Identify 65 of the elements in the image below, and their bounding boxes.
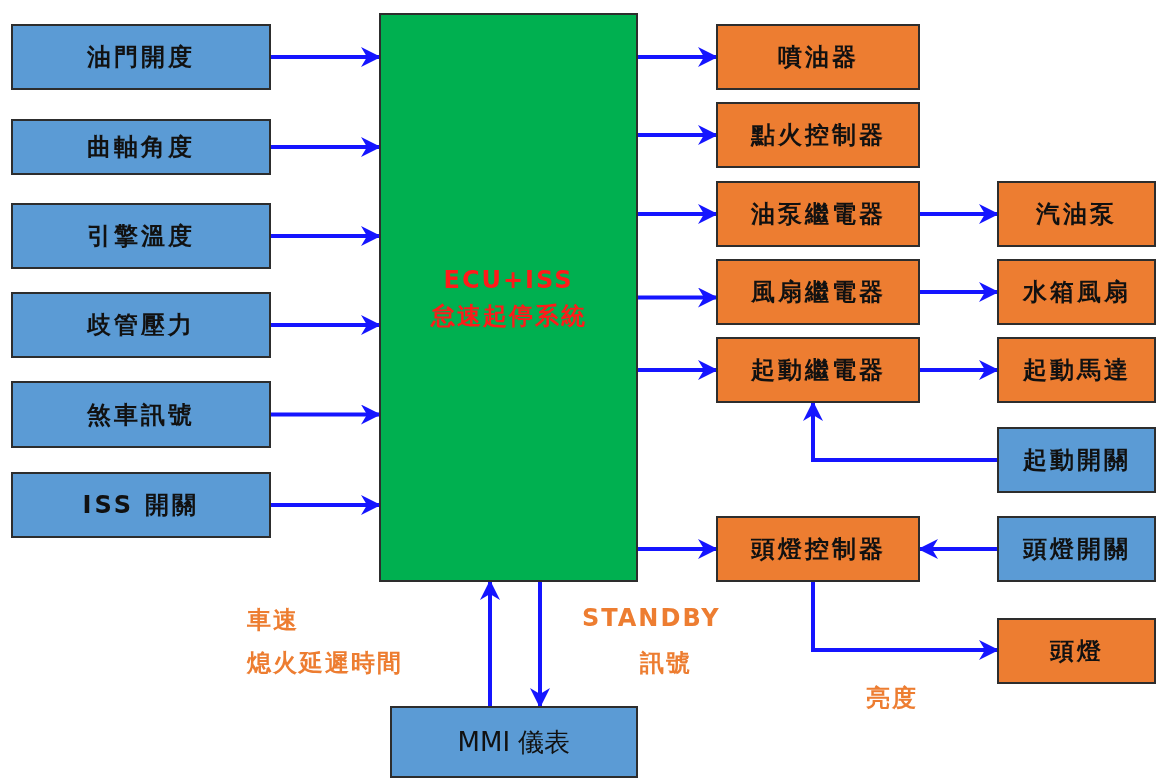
arrow bbox=[271, 495, 381, 515]
component-label: 頭燈控制器 bbox=[750, 534, 886, 565]
component-box bbox=[716, 102, 920, 168]
arrow bbox=[638, 360, 718, 380]
arrow bbox=[920, 360, 999, 380]
component-box bbox=[716, 516, 920, 582]
arrow bbox=[920, 282, 999, 302]
component-box bbox=[997, 618, 1156, 684]
arrow bbox=[638, 47, 718, 67]
arrow bbox=[271, 47, 381, 67]
signal-label: 熄火延遲時間 bbox=[247, 648, 403, 679]
component-box bbox=[997, 259, 1156, 325]
component-label: 水箱風扇 bbox=[1022, 277, 1131, 308]
component-label: 起動馬達 bbox=[1022, 355, 1131, 386]
component-label: 頭燈開關 bbox=[1022, 534, 1131, 565]
arrow bbox=[803, 401, 997, 462]
arrow bbox=[530, 582, 550, 708]
component-box bbox=[716, 259, 920, 325]
component-box bbox=[716, 337, 920, 403]
component-label: 曲軸角度 bbox=[87, 132, 195, 163]
arrow bbox=[271, 404, 381, 425]
component-label: 風扇繼電器 bbox=[750, 277, 886, 308]
component-box bbox=[390, 706, 638, 778]
arrow bbox=[638, 125, 718, 145]
component-label: 油泵繼電器 bbox=[750, 199, 886, 230]
arrow bbox=[811, 582, 999, 660]
component-box bbox=[997, 181, 1156, 247]
signal-label: STANDBY bbox=[582, 603, 721, 634]
arrow bbox=[638, 204, 718, 224]
component-box bbox=[11, 119, 271, 175]
component-box bbox=[997, 337, 1156, 403]
component-label: 起動繼電器 bbox=[750, 355, 886, 386]
arrow bbox=[638, 287, 718, 308]
arrow bbox=[271, 315, 381, 335]
component-label: 油門開度 bbox=[87, 42, 195, 73]
component-box bbox=[997, 516, 1156, 582]
component-label: 汽油泵 bbox=[1036, 199, 1117, 230]
component-box bbox=[997, 427, 1156, 493]
arrow bbox=[480, 580, 500, 706]
component-label: 噴油器 bbox=[777, 42, 859, 73]
component-box bbox=[11, 24, 271, 90]
component-label: 煞車訊號 bbox=[87, 399, 195, 431]
component-box bbox=[11, 203, 271, 269]
arrow bbox=[920, 204, 999, 224]
signal-label: 亮度 bbox=[866, 683, 918, 714]
component-label: 點火控制器 bbox=[750, 120, 886, 151]
signal-label: 訊號 bbox=[640, 648, 692, 679]
component-box bbox=[11, 472, 271, 538]
component-label: 歧管壓力 bbox=[87, 310, 195, 341]
component-label: 引擎溫度 bbox=[87, 221, 195, 252]
unit-label: ECU+ISS bbox=[443, 264, 574, 296]
component-box bbox=[716, 181, 920, 247]
signal-label: 車速 bbox=[247, 605, 299, 636]
component-label: 起動開關 bbox=[1022, 445, 1131, 476]
component-label: ISS 開關 bbox=[82, 490, 200, 521]
control-unit-box bbox=[379, 13, 638, 582]
component-box bbox=[716, 24, 920, 90]
component-box bbox=[11, 292, 271, 358]
unit-label: 怠速起停系統 bbox=[430, 300, 587, 332]
component-label: 頭燈 bbox=[1049, 636, 1104, 667]
component-label: MMI 儀表 bbox=[457, 725, 571, 759]
arrow bbox=[271, 137, 381, 157]
arrow bbox=[638, 539, 718, 559]
component-box bbox=[11, 381, 271, 448]
arrow bbox=[271, 226, 381, 246]
